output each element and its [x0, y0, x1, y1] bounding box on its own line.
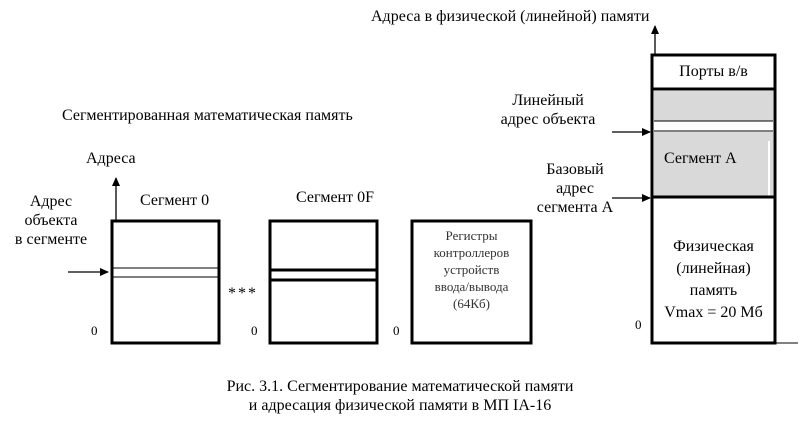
segment-0-label: Сегмент 0 — [140, 192, 210, 209]
segment-a-label: Сегмент А — [664, 150, 737, 167]
object-address-label: Адрес объекта в сегменте — [14, 193, 88, 248]
shaded-region-top — [654, 91, 773, 121]
linear-address-label: Линейный адрес объекта — [500, 92, 596, 128]
zero-label-io: 0 — [393, 323, 400, 338]
physical-memory-label: Физическая (линейная) память Vmax = 20 М… — [664, 238, 763, 321]
zero-label-physical: 0 — [635, 317, 642, 332]
figure-caption: Рис. 3.1. Сегментирование математической… — [226, 378, 574, 414]
segment-a-region — [654, 132, 773, 196]
zero-label-segment-0: 0 — [91, 323, 98, 338]
segmented-memory-title: Сегментированная математическая память — [62, 107, 353, 124]
physical-memory-title: Адреса в физической (линейной) памяти — [371, 8, 650, 25]
base-address-label: Базовый адрес сегмента А — [536, 161, 614, 216]
segment-0f-label: Сегмент 0F — [296, 189, 374, 206]
io-registers-label: Регистры контроллеров устройств ввода/вы… — [433, 228, 510, 311]
zero-label-segment-0f: 0 — [251, 323, 258, 338]
address-axis-label: Адреса — [86, 150, 136, 167]
segment-0f-block — [268, 219, 379, 345]
io-ports-label: Порты в/в — [679, 63, 748, 80]
ellipsis: *** — [228, 285, 258, 302]
segment-0-block — [110, 219, 221, 345]
io-registers-block — [410, 219, 533, 345]
